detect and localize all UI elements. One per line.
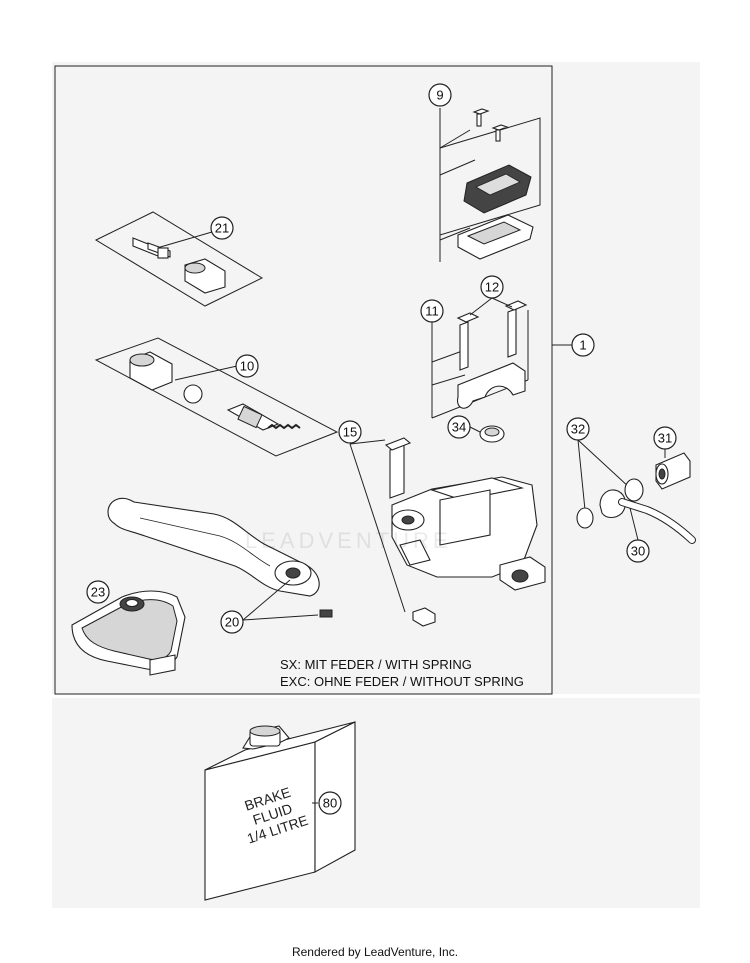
callout-1-circle [571, 333, 595, 357]
watermark: LEADVENTURE [245, 528, 452, 553]
callout-10-circle [235, 354, 259, 378]
callout-34: 34 [452, 420, 466, 435]
callout-9: 9 [436, 88, 443, 103]
part-11-handlebar-clamp [431, 300, 529, 419]
callout-32-circle [566, 417, 590, 441]
note-sx: SX: MIT FEDER / WITH SPRING [280, 657, 472, 672]
callout-1: 1 [579, 338, 586, 353]
part-10-piston-kit [94, 337, 339, 457]
callout-11: 11 [425, 304, 439, 319]
callout-80-circle [318, 791, 342, 815]
part-32-washers [576, 439, 644, 529]
part-30-brake-line [599, 489, 696, 544]
callout-12: 12 [485, 280, 499, 295]
callout-23: 23 [91, 585, 105, 600]
part-15-pivot-bolt [349, 437, 436, 627]
callout-30-circle [626, 539, 650, 563]
callout-11-circle [420, 299, 444, 323]
part-9-reservoir-cover [439, 108, 541, 262]
part-31-banjo-bolt [655, 440, 691, 490]
callout-20: 20 [225, 615, 239, 630]
callout-32: 32 [571, 422, 585, 437]
callout-9-circle [428, 83, 452, 107]
part-21-pin-and-bushing [94, 211, 264, 307]
callout-12-circle [480, 275, 504, 299]
callout-10: 10 [240, 359, 254, 374]
callout-30: 30 [631, 544, 645, 559]
callout-21-circle [210, 216, 234, 240]
callout-23-circle [86, 580, 110, 604]
callout-21: 21 [215, 221, 229, 236]
callout-80: 80 [323, 796, 337, 811]
part-20-adjuster [242, 579, 333, 621]
note-exc: EXC: OHNE FEDER / WITHOUT SPRING [280, 674, 524, 689]
part-23-lever-guard [71, 590, 186, 676]
panel-background-lower [52, 698, 700, 908]
footer-credit: Rendered by LeadVenture, Inc. [291, 945, 459, 959]
callout-34-circle [447, 415, 471, 439]
callout-31-circle [653, 426, 677, 450]
callout-20-circle [220, 610, 244, 634]
callout-31: 31 [658, 431, 672, 446]
brake-lever [107, 497, 320, 597]
master-cylinder-body [391, 476, 546, 591]
callout-15-circle [338, 420, 362, 444]
callout-15: 15 [343, 425, 357, 440]
part-34-cap [469, 425, 505, 443]
assembly-frame [54, 65, 553, 695]
